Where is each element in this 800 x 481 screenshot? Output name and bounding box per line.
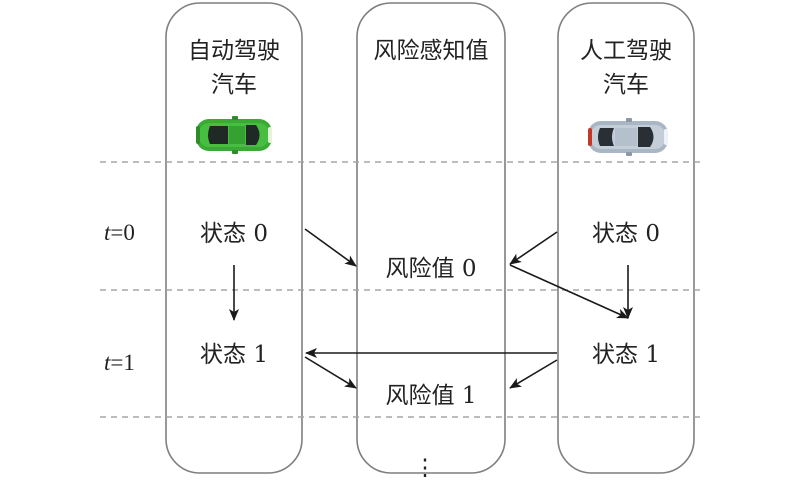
lane-human-vehicle (557, 2, 695, 474)
human-lane-title-line1: 人工驾驶 (580, 38, 672, 64)
time-label-t1: t=1 (104, 350, 135, 375)
arrow-hv-state1-to-risk1 (509, 359, 558, 389)
autonomous-state-0: 状态 0 (200, 221, 268, 247)
autonomous-lane-title-line1: 自动驾驶 (188, 38, 280, 64)
human-lane-title-line2: 汽车 (603, 72, 649, 98)
risk-value-0: 风险值 0 (386, 256, 477, 282)
silver-car-top-view-icon (588, 118, 668, 156)
lane-autonomous-vehicle (165, 2, 303, 474)
green-car-top-view-icon (196, 116, 272, 154)
continuation-ellipsis: ⋮ (414, 455, 437, 481)
arrow-av-state0-to-risk0 (304, 228, 357, 267)
arrow-av-state1-to-risk1 (304, 356, 357, 389)
arrow-hv-state0-to-risk0 (509, 231, 558, 265)
autonomous-lane-title-line2: 汽车 (211, 72, 257, 98)
lane-risk-perception (356, 2, 506, 474)
risk-value-1: 风险值 1 (386, 383, 477, 409)
risk-lane-title: 风险感知值 (374, 38, 489, 64)
arrow-risk0-to-hv-state1 (509, 264, 629, 319)
human-state-0: 状态 0 (592, 221, 660, 247)
human-state-1: 状态 1 (592, 342, 660, 368)
autonomous-state-1: 状态 1 (200, 342, 268, 368)
time-label-t0: t=0 (104, 220, 135, 245)
